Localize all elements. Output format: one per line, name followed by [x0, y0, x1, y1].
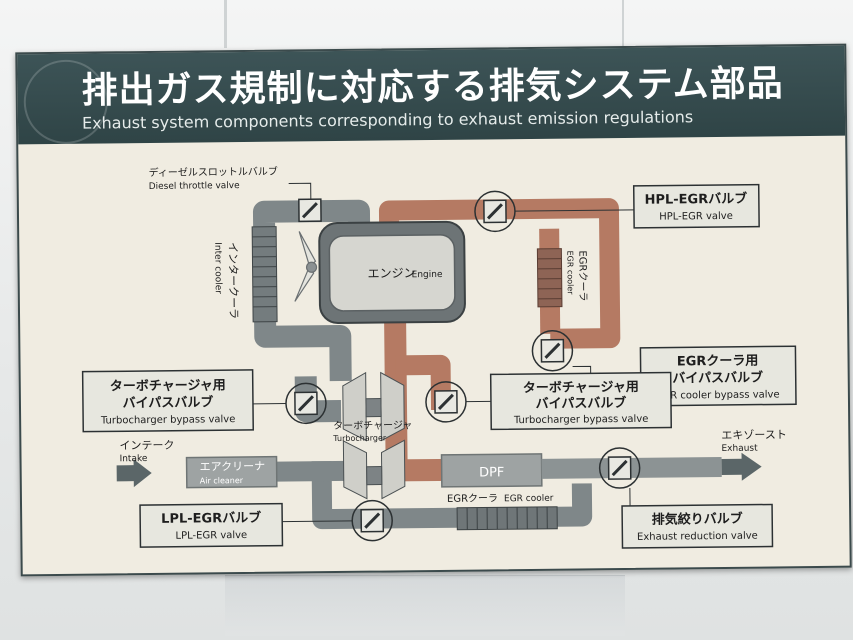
turbo-bypass-left-label-en: Turbocharger bypass valve — [100, 414, 236, 426]
hpl-egr-label-jp: HPL-EGRバルブ — [644, 191, 747, 208]
lpl-egr-label-jp: LPL-EGRバルブ — [161, 510, 261, 527]
intake-label-jp: インテーク — [119, 439, 174, 453]
turbocharger-label-jp: ターボチャージャ — [333, 419, 412, 432]
egr-cooler-lower-label-jp: EGRクーラ — [447, 492, 498, 505]
hpl-egr-label-en: HPL-EGR valve — [659, 211, 733, 223]
engine-label-en: Engine — [412, 270, 443, 280]
air-cleaner-label-jp: エアクリーナ — [200, 460, 266, 474]
egr-cooler-lower-label-en: EGR cooler — [504, 494, 554, 505]
exhaust-arrow-icon — [721, 452, 762, 481]
inter-cooler-fins — [252, 236, 277, 308]
turbo-bypass-left-label-jp2: バイパスバルブ — [123, 394, 214, 411]
exhaust-outlet-pipe — [541, 456, 722, 479]
turbocharger-bypass-left-callout: ターボチャージャ用 バイパスバルブ Turbocharger bypass va… — [81, 369, 255, 433]
intake-lower-egr-loop — [311, 461, 593, 530]
lpl-egr-label-en: LPL-EGR valve — [175, 530, 247, 542]
exhaust-reduction-valve-callout: 排気絞りバルブ Exhaust reduction valve — [621, 503, 774, 549]
egr-cooler-upper-label-en: EGR cooler — [565, 251, 574, 296]
turbo-bypass-left-label-jp1: ターボチャージャ用 — [110, 377, 226, 394]
display-stand — [225, 575, 625, 636]
poster-header: 排出ガス規制に対応する排気システム部品 Exhaust system compo… — [17, 45, 846, 145]
exhaust-hpl-egr-loop — [378, 198, 621, 349]
cooling-fan-icon — [294, 231, 318, 302]
egr-cooler-upper-fins — [537, 258, 562, 300]
inter-cooler-label-en: Inter cooler — [212, 242, 223, 294]
exhaust-label-en: Exhaust — [721, 444, 758, 454]
hpl-egr-valve-callout: HPL-EGRバルブ HPL-EGR valve — [632, 183, 760, 229]
egr-bypass-label-jp2: バイパスバルブ — [672, 370, 763, 387]
poster-title-jp: 排出ガス規制に対応する排気システム部品 — [81, 63, 784, 112]
exhaust-label-jp: エキゾースト — [721, 428, 787, 442]
egr-cooler-lower-fins — [466, 506, 548, 530]
wall-seam — [224, 0, 227, 48]
egr-cooler-bypass-valve-icon — [531, 330, 574, 372]
exhaust-system-poster: 排出ガス規制に対応する排気システム部品 Exhaust system compo… — [15, 43, 852, 577]
exhaust-system-diagram: DPF インタークーラ Inter cooler エンジン Engine — [81, 165, 797, 549]
wall-seam — [622, 0, 624, 48]
egr-cooler-upper — [536, 248, 563, 308]
diesel-throttle-label-en: Diesel throttle valve — [149, 181, 241, 192]
air-cleaner-label-en: Air cleaner — [200, 476, 244, 485]
egr-cooler-bypass-callout: EGRクーラ用 バイパスバルブ EGR cooler bypass valve — [639, 345, 797, 407]
turbo-bypass-right-label-en: Turbocharger bypass valve — [513, 414, 649, 426]
turbocharger-label-en: Turbocharger — [332, 433, 387, 443]
air-cleaner-box — [185, 455, 278, 489]
engine-label-jp: エンジン — [368, 266, 416, 281]
egr-bypass-label-en: EGR cooler bypass valve — [656, 389, 779, 401]
engine-cover — [328, 234, 456, 312]
intake-pipe-intercooler-loop — [252, 200, 352, 382]
turbocharger-icon — [342, 371, 406, 500]
lpl-egr-valve-callout: LPL-EGRバルブ LPL-EGR valve — [139, 502, 284, 548]
diesel-throttle-valve-icon — [298, 198, 322, 223]
intake-arrow-icon — [116, 459, 152, 488]
egr-cooler-upper-label-jp: EGRクーラ — [576, 250, 589, 301]
inter-cooler-core — [251, 226, 278, 323]
inter-cooler-label-jp: インタークーラ — [226, 242, 240, 319]
intake-label-en: Intake — [119, 454, 147, 464]
exhaust-reduction-label-jp: 排気絞りバルブ — [652, 511, 743, 528]
turbo-bypass-right-label-jp2: バイパスバルブ — [536, 395, 627, 412]
exhaust-reduction-valve-icon — [598, 447, 641, 489]
turbocharger-bypass-valve-left-icon — [285, 382, 327, 425]
turbo-bypass-right-label-jp1: ターボチャージャ用 — [523, 379, 639, 396]
egr-bypass-label-jp1: EGRクーラ用 — [677, 354, 759, 370]
turbocharger-bypass-right-callout: ターボチャージャ用 バイパスバルブ Turbocharger bypass va… — [489, 371, 673, 431]
diesel-throttle-label-jp: ディーゼルスロットルバルブ — [148, 165, 277, 179]
exhaust-reduction-label-en: Exhaust reduction valve — [637, 531, 758, 543]
dpf-label: DPF — [479, 465, 504, 480]
turbocharger-bypass-valve-right-icon — [425, 381, 467, 423]
